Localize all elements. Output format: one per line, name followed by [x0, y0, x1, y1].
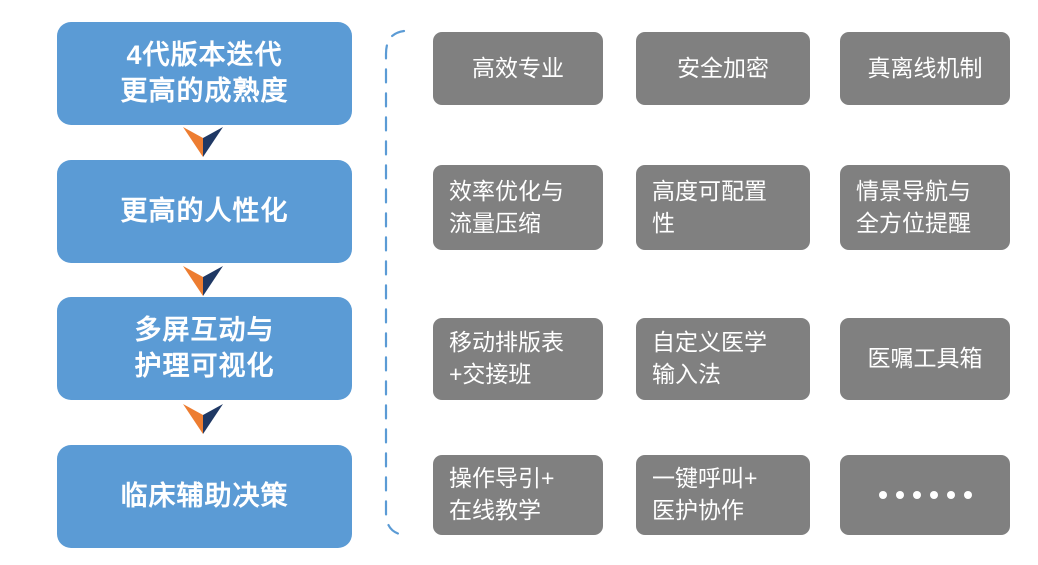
feature-tile-3-2-line-1: 自定义医学	[652, 329, 767, 356]
feature-tile-2-3-line-2: 全方位提醒	[856, 209, 971, 236]
flow-step-1-line-1: 4代版本迭代	[126, 39, 283, 70]
ellipsis-dot	[878, 491, 887, 499]
ellipsis-dot	[929, 491, 938, 499]
feature-tile-2-3-line-1: 情景导航与	[856, 177, 971, 204]
flow-step-3[interactable]: 多屏互动与 护理可视化	[57, 297, 352, 400]
feature-tile-1-2-line-1: 安全加密	[677, 54, 769, 81]
feature-tile-4-1[interactable]: 操作导引+ 在线教学	[433, 455, 603, 535]
flow-step-1-line-2: 更高的成熟度	[120, 75, 289, 106]
flow-step-4[interactable]: 临床辅助决策	[57, 445, 352, 548]
dashed-brace-icon	[370, 28, 410, 538]
feature-tile-2-2-line-2: 性	[652, 209, 675, 236]
flow-step-2[interactable]: 更高的人性化	[57, 160, 352, 263]
flow-step-1[interactable]: 4代版本迭代 更高的成熟度	[57, 22, 352, 125]
feature-tile-2-1-line-2: 流量压缩	[449, 209, 541, 236]
chevron-down-icon	[183, 127, 223, 157]
feature-tile-4-2-line-1: 一键呼叫+	[652, 465, 758, 492]
chevron-down-icon	[183, 404, 223, 434]
feature-tile-3-1-line-1: 移动排版表	[449, 329, 564, 356]
flow-step-3-line-1: 多屏互动与	[134, 314, 275, 345]
feature-tile-4-3[interactable]	[840, 455, 1010, 535]
feature-tile-1-3[interactable]: 真离线机制	[840, 32, 1010, 105]
feature-tile-2-2[interactable]: 高度可配置 性	[636, 165, 810, 250]
feature-tile-4-2-line-2: 医护协作	[652, 497, 744, 523]
flow-step-3-line-2: 护理可视化	[134, 350, 275, 381]
feature-tile-2-1-line-1: 效率优化与	[449, 177, 564, 204]
feature-tile-3-3-line-1: 医嘱工具箱	[867, 345, 983, 372]
feature-tile-3-2-line-2: 输入法	[652, 361, 721, 387]
flow-step-4-line-1: 临床辅助决策	[120, 480, 289, 511]
flow-step-2-line-1: 更高的人性化	[120, 195, 289, 226]
feature-tile-4-1-line-2: 在线教学	[449, 497, 541, 523]
feature-tile-4-2[interactable]: 一键呼叫+ 医护协作	[636, 455, 810, 535]
feature-tile-2-1[interactable]: 效率优化与 流量压缩	[433, 165, 603, 250]
feature-tile-4-1-line-1: 操作导引+	[449, 465, 555, 492]
feature-tile-1-1-line-1: 高效专业	[472, 54, 564, 81]
feature-tile-1-1[interactable]: 高效专业	[433, 32, 603, 105]
feature-tile-3-3[interactable]: 医嘱工具箱	[840, 318, 1010, 400]
feature-tile-1-3-line-1: 真离线机制	[867, 54, 983, 81]
ellipsis-dot	[963, 491, 972, 499]
ellipsis-dots-icon	[856, 491, 994, 499]
chevron-down-icon	[183, 266, 223, 296]
feature-tile-3-2[interactable]: 自定义医学 输入法	[636, 318, 810, 400]
feature-tile-3-1-line-2: +交接班	[449, 361, 532, 387]
feature-tile-2-2-line-1: 高度可配置	[652, 177, 767, 204]
ellipsis-dot	[895, 491, 904, 499]
ellipsis-dot	[912, 491, 921, 499]
feature-tile-1-2[interactable]: 安全加密	[636, 32, 810, 105]
feature-tile-2-3[interactable]: 情景导航与 全方位提醒	[840, 165, 1010, 250]
feature-tile-3-1[interactable]: 移动排版表 +交接班	[433, 318, 603, 400]
ellipsis-dot	[946, 491, 955, 499]
